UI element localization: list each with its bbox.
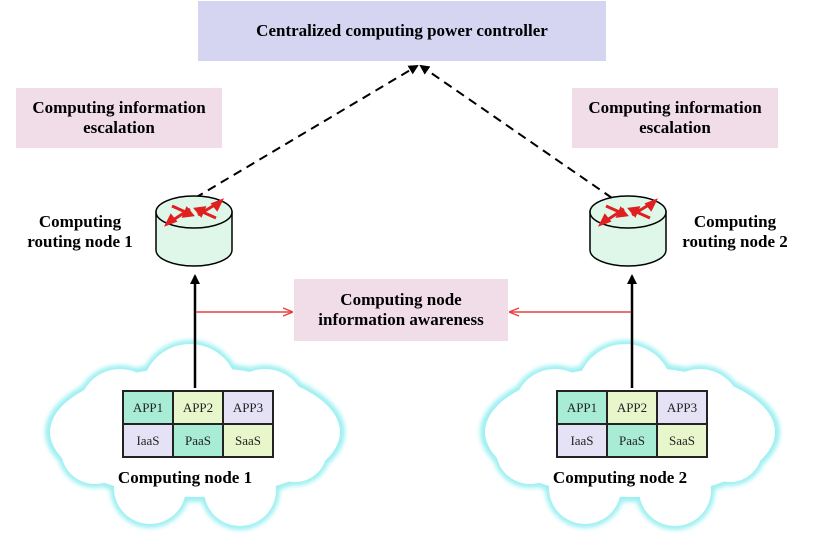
grid-cell: IaaS: [557, 424, 607, 457]
escalation-right-line2: escalation: [639, 118, 711, 137]
grid-cell: APP1: [557, 391, 607, 424]
router-label-1: Computing routing node 1: [10, 212, 150, 253]
grid-cell: APP1: [123, 391, 173, 424]
router-icon-1: [155, 195, 233, 267]
grid-cell: SaaS: [657, 424, 707, 457]
router-1-line2: routing node 1: [27, 232, 133, 252]
escalation-left-line2: escalation: [83, 118, 155, 137]
awareness-box: Computing node information awareness: [294, 279, 508, 341]
grid-cell: SaaS: [223, 424, 273, 457]
router-icon-2: [589, 195, 667, 267]
grid-cell: APP2: [607, 391, 657, 424]
router-label-2: Computing routing node 2: [660, 212, 810, 253]
escalation-label-right: Computing information escalation: [572, 88, 778, 148]
controller-box: Centralized computing power controller: [198, 1, 606, 61]
service-grid-node-1: APP1 APP2 APP3 IaaS PaaS SaaS: [122, 390, 274, 458]
service-grid-node-2: APP1 APP2 APP3 IaaS PaaS SaaS: [556, 390, 708, 458]
router-2-line2: routing node 2: [682, 232, 788, 252]
node-label-1: Computing node 1: [117, 468, 253, 487]
escalation-label-left: Computing information escalation: [16, 88, 222, 148]
router-2-line1: Computing: [693, 212, 777, 231]
escalation-left-line1: Computing information: [32, 97, 206, 117]
grid-cell: APP3: [657, 391, 707, 424]
grid-cell: PaaS: [607, 424, 657, 457]
router-1-line1: Computing: [38, 212, 122, 231]
escalation-arrow-left: [194, 64, 419, 199]
escalation-right-line1: Computing information: [588, 97, 762, 117]
cloud-node-1: [45, 340, 345, 530]
escalation-arrow-right: [419, 64, 613, 199]
node-label-2: Computing node 2: [552, 468, 688, 487]
grid-cell: IaaS: [123, 424, 173, 457]
controller-label: Centralized computing power controller: [256, 20, 548, 40]
grid-cell: APP3: [223, 391, 273, 424]
awareness-line2: information awareness: [318, 310, 484, 329]
awareness-line1: Computing node: [340, 289, 462, 309]
grid-cell: APP2: [173, 391, 223, 424]
grid-cell: PaaS: [173, 424, 223, 457]
